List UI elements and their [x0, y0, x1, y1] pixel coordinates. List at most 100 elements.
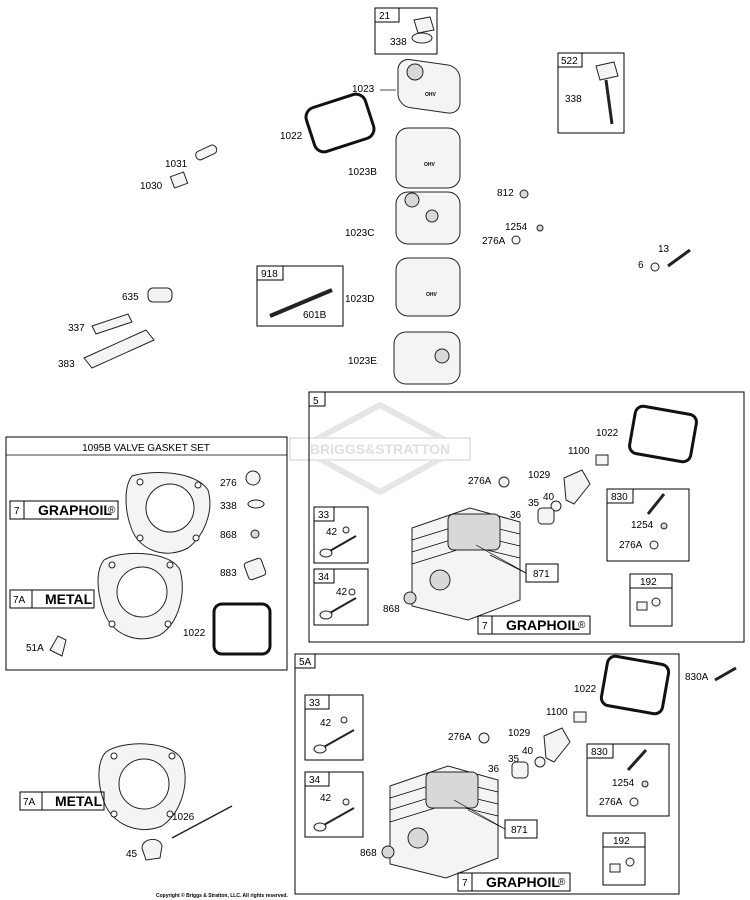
graphoil-text-a: GRAPHOIL: [506, 617, 580, 633]
part-40-b: [534, 756, 546, 768]
part-box-33-b: [304, 694, 364, 761]
tube-601b: [269, 288, 333, 318]
label-338-a: 338: [390, 37, 407, 48]
dipstick-cap: [595, 61, 619, 81]
valve-cover-1023c: [395, 191, 461, 245]
part-868-a: [403, 591, 417, 605]
label-6: 6: [638, 260, 644, 271]
assembly-box-5a: 5A 830A 1022 1100 276A 1029 35 40 36 830…: [294, 653, 737, 895]
label-5A: 5A: [299, 657, 312, 668]
label-871-a: 871: [533, 569, 550, 580]
washer-276a-5: [498, 476, 510, 488]
label-1023d: 1023D: [345, 294, 374, 305]
cylinder-head-a: [411, 507, 521, 621]
oil-fill-cap: [413, 16, 435, 34]
valve-cover-1023b: OHV: [395, 127, 461, 189]
part-1100-a: [595, 454, 609, 466]
part-1254-c: [641, 780, 649, 788]
label-34-b: 34: [309, 775, 321, 786]
watermark-logo: BRIGGS&STRATTON: [289, 401, 471, 496]
pushrod-1026: [171, 805, 233, 839]
head-gasket-bottom: [98, 743, 186, 831]
part-1254-b: [660, 522, 668, 530]
kit-title: 1095B VALVE GASKET SET: [82, 443, 210, 454]
label-1023e: 1023E: [348, 356, 377, 367]
svg-text:OHV: OHV: [426, 292, 438, 298]
part-box-918: 918 601B: [256, 265, 344, 327]
part-276: [245, 470, 261, 486]
spark-plug-337: [91, 313, 133, 335]
valve-spring-35-b: [511, 761, 529, 779]
label-601b: 601B: [303, 310, 327, 321]
label-918: 918: [261, 269, 278, 280]
label-1022-c: 1022: [183, 628, 206, 639]
part-box-34: [313, 568, 369, 626]
label-338-b: 338: [565, 94, 582, 105]
head-gasket-graphoil: [125, 472, 211, 554]
valve-34-b: [321, 807, 355, 827]
label-276: 276: [220, 478, 237, 489]
metal-text-b: METAL: [55, 793, 103, 809]
breather-tube-1031: [195, 144, 218, 161]
part-40-a: [550, 500, 562, 512]
part-1100-b: [573, 711, 587, 723]
label-1026: 1026: [172, 812, 195, 823]
label-868-a: 868: [383, 604, 400, 615]
valve-cover-1023e: [393, 331, 461, 385]
part-box-830: [606, 488, 690, 562]
part-192-a: [636, 601, 648, 611]
washer-276a-830: [649, 540, 659, 550]
washer-6: [650, 262, 660, 272]
label-35-a: 35: [528, 498, 540, 509]
oil-fill-o-ring: [411, 32, 433, 44]
clamp-1030: [169, 171, 189, 189]
spark-plug-boot-635: [147, 287, 173, 303]
label-42-a: 42: [326, 527, 338, 538]
label-1100-b: 1100: [546, 707, 568, 718]
label-51A: 51A: [26, 643, 44, 654]
part-1254-a: [536, 224, 544, 232]
label-1254-a: 1254: [505, 222, 528, 233]
head-gasket-metal: [97, 552, 183, 640]
label-276a-830: 276A: [619, 540, 643, 551]
label-276a-5: 276A: [468, 476, 492, 487]
graphoil-text-c: GRAPHOIL: [486, 874, 560, 890]
rocker-arm-1029-a: [563, 469, 591, 505]
label-337: 337: [68, 323, 85, 334]
label-868-b: 868: [220, 530, 237, 541]
tappet-45: [141, 839, 163, 861]
part-box-830-b: [586, 743, 670, 817]
label-45: 45: [126, 849, 138, 860]
label-1022-b: 1022: [596, 428, 619, 439]
stud-830-b: [626, 748, 648, 772]
part-box-34-b: [304, 771, 364, 838]
part-box-522: 522 338: [557, 52, 625, 134]
part-812: [519, 189, 529, 199]
cylinder-head-b: [389, 765, 499, 879]
label-1030: 1030: [140, 181, 163, 192]
label-13: 13: [658, 244, 670, 255]
part-868-c: [381, 845, 395, 859]
label-1031: 1031: [165, 159, 188, 170]
part-868-b: [250, 529, 260, 539]
svg-text:®: ®: [108, 505, 116, 516]
label-7-c: 7: [462, 878, 468, 889]
label-33-b: 33: [309, 698, 321, 709]
label-812: 812: [497, 188, 514, 199]
valve-cover-1023d: OHV: [395, 257, 461, 317]
label-1100-a: 1100: [568, 446, 590, 457]
label-7A-a: 7A: [13, 595, 26, 606]
part-192-b: [609, 863, 621, 873]
label-1023b: 1023B: [348, 167, 377, 178]
watermark-text: BRIGGS&STRATTON: [310, 441, 450, 457]
spark-plug-wrench-383: [83, 329, 155, 369]
svg-text:®: ®: [558, 877, 566, 888]
label-522: 522: [561, 56, 578, 67]
label-192-b: 192: [613, 836, 630, 847]
label-192-a: 192: [640, 577, 657, 588]
label-42-d: 42: [320, 793, 332, 804]
label-35-b: 35: [508, 754, 520, 765]
washer-276a-830b: [629, 797, 639, 807]
label-7-b: 7: [14, 506, 20, 517]
